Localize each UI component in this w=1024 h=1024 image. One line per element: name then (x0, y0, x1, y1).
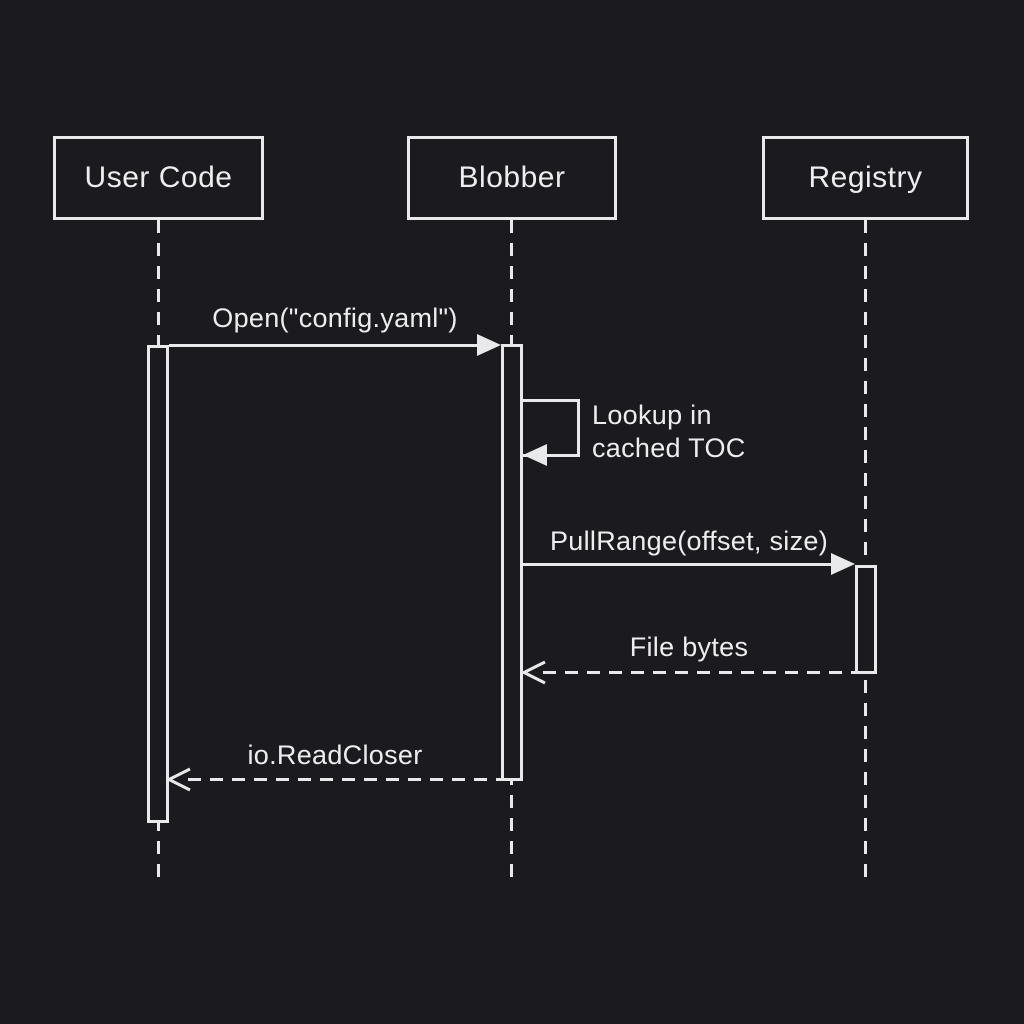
message-label-lookup-line2: cached TOC (592, 433, 746, 463)
filled-arrowhead-left-icon (523, 444, 547, 466)
participant-box-blobber: Blobber (407, 136, 617, 220)
open-arrowhead-left-icon (520, 660, 546, 685)
participant-box-user-code: User Code (53, 136, 264, 220)
message-label-lookup: Lookup in cached TOC (592, 399, 746, 465)
activation-bar-user-code (147, 345, 169, 823)
message-self-loop-lookup (523, 399, 580, 457)
message-line-open (169, 344, 479, 347)
participant-label-user-code: User Code (84, 161, 233, 194)
participant-box-registry: Registry (762, 136, 969, 220)
message-line-file-bytes (543, 671, 855, 674)
message-label-lookup-line1: Lookup in (592, 400, 712, 430)
filled-arrowhead-right-icon (831, 553, 855, 575)
message-label-pullrange: PullRange(offset, size) (549, 526, 829, 556)
activation-bar-blobber (501, 344, 523, 781)
filled-arrowhead-right-icon (477, 334, 501, 356)
message-line-readcloser (188, 778, 501, 781)
message-label-readcloser: io.ReadCloser (247, 740, 423, 770)
activation-bar-registry (855, 565, 877, 674)
participant-label-blobber: Blobber (458, 161, 566, 194)
message-label-file-bytes: File bytes (629, 632, 749, 662)
open-arrowhead-left-icon (165, 767, 191, 792)
message-line-pullrange (523, 563, 833, 566)
message-label-open: Open("config.yaml") (212, 303, 458, 333)
lifeline-registry (864, 220, 867, 886)
participant-label-registry: Registry (808, 161, 923, 194)
